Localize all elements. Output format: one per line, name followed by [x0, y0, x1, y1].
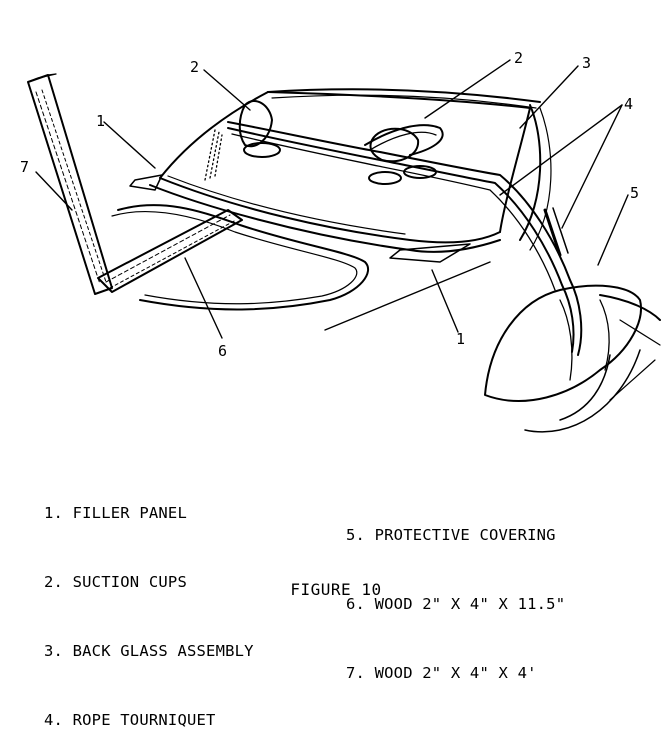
legend-left-column: 1. FILLER PANEL 2. SUCTION CUPS 3. BACK … [44, 456, 254, 755]
legend-item-wood-upright: 7. WOOD 2" X 4" X 4' [346, 664, 537, 682]
leader-lines [35, 59, 629, 339]
fender-arcs [524, 349, 641, 433]
legend-item-filler-panel: 1. FILLER PANEL [44, 504, 187, 522]
deck-opening [111, 204, 370, 311]
filler-panel [129, 174, 471, 263]
callout-1-filler-panel: 1 [96, 112, 105, 130]
legend-item-protective-covering: 5. PROTECTIVE COVERING [346, 526, 556, 544]
callout-6-wood-brace: 6 [218, 342, 227, 360]
callout-2-suction-cups-b: 2 [514, 49, 523, 67]
back-glass-assembly [149, 91, 531, 253]
protective-covering [484, 284, 642, 402]
figure-caption: FIGURE 10 [290, 580, 382, 599]
callout-5-protective-covering: 5 [630, 184, 639, 202]
car-body-lines [267, 88, 661, 401]
callout-4-rope-tourniquet: 4 [624, 95, 633, 113]
legend-item-suction-cups: 2. SUCTION CUPS [44, 573, 187, 591]
back-glass-installation-illustration: 1 2 2 3 4 5 6 7 1 [20, 49, 661, 433]
suction-cups [238, 100, 437, 185]
wood-brace [97, 209, 243, 293]
glass-hatching [204, 129, 223, 181]
callout-7-wood-upright: 7 [20, 158, 29, 176]
legend-item-rope-tourniquet: 4. ROPE TOURNIQUET [44, 711, 216, 729]
legend-item-back-glass-assembly: 3. BACK GLASS ASSEMBLY [44, 642, 254, 660]
callout-2-suction-cups: 2 [190, 58, 199, 76]
callout-1-filler-panel-b: 1 [456, 330, 465, 348]
callout-3-back-glass: 3 [582, 54, 591, 72]
legend-item-wood-brace: 6. WOOD 2" X 4" X 11.5" [346, 595, 566, 613]
wood-upright [27, 73, 113, 295]
